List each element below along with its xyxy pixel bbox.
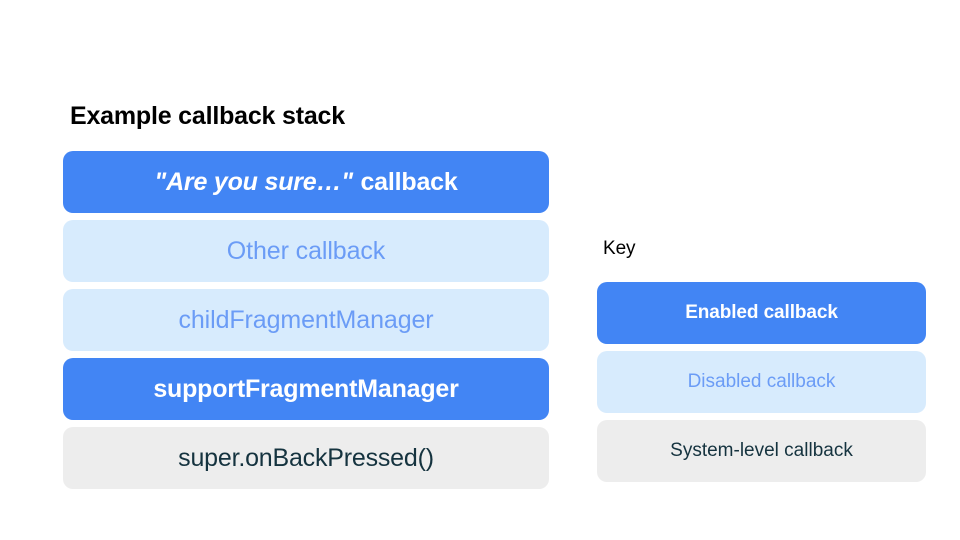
callback-stack-item-are-you-sure: "Are you sure…"callback — [63, 151, 549, 213]
callback-label-plain: callback — [360, 167, 458, 196]
callback-stack-item-super-onbackpressed: super.onBackPressed() — [63, 427, 549, 489]
callback-stack-item-child-fragment-manager: childFragmentManager — [63, 289, 549, 351]
callback-stack-list: "Are you sure…"callback Other callback c… — [63, 151, 549, 489]
callback-stack-section: Example callback stack "Are you sure…"ca… — [63, 100, 549, 489]
key-legend-list: Enabled callback Disabled callback Syste… — [597, 282, 926, 482]
callback-stack-item-support-fragment-manager: supportFragmentManager — [63, 358, 549, 420]
key-item-disabled-callback: Disabled callback — [597, 351, 926, 413]
key-item-enabled-callback: Enabled callback — [597, 282, 926, 344]
key-legend-section: Key Enabled callback Disabled callback S… — [597, 237, 926, 482]
key-item-system-level-callback: System-level callback — [597, 420, 926, 482]
callback-label-quoted: "Are you sure…" — [154, 167, 353, 196]
callback-stack-item-other-callback: Other callback — [63, 220, 549, 282]
page-title: Example callback stack — [70, 102, 345, 130]
key-title: Key — [603, 238, 636, 259]
